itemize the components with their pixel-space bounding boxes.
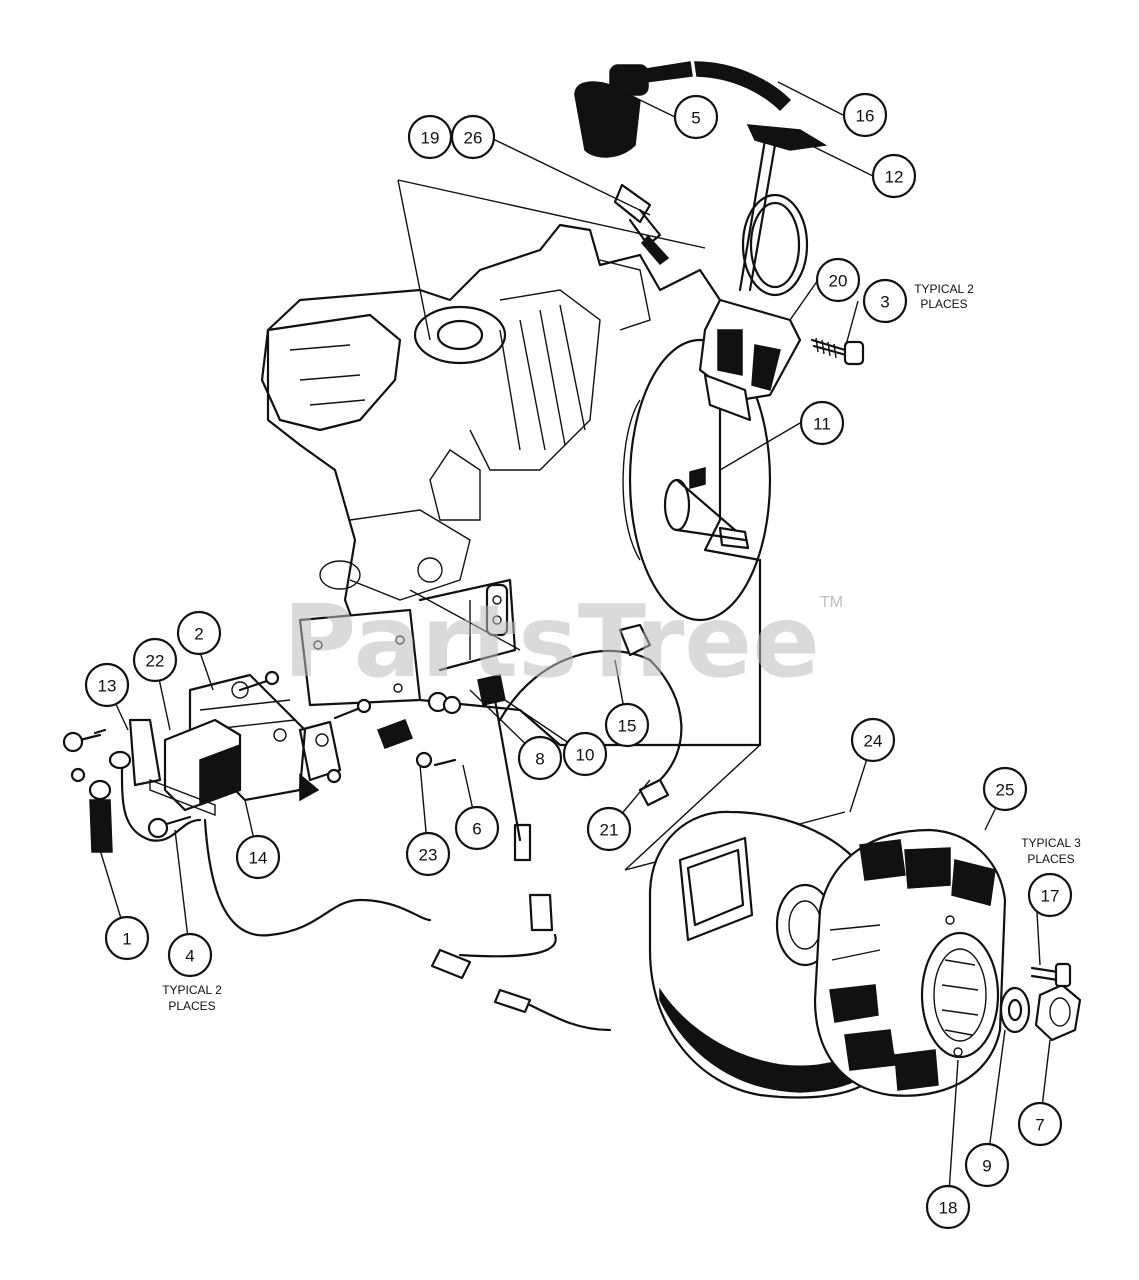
coil-lead-wire (203, 818, 612, 1032)
note-line-2: PLACES (1027, 852, 1074, 866)
spark-plug-boot (574, 61, 693, 158)
callout-6-label: 6 (472, 820, 481, 839)
screws-left (62, 670, 372, 839)
flywheel-nut (1034, 983, 1082, 1042)
callout-10: 10 (562, 731, 608, 777)
callout-2-label: 2 (194, 625, 203, 644)
callout-20-label: 20 (829, 272, 848, 291)
spark-plug (613, 183, 670, 266)
callout-26-label: 26 (464, 129, 483, 148)
watermark-text: PartsTree (283, 583, 820, 700)
callout-20: 20 (815, 257, 861, 303)
callout-3-label: 3 (880, 293, 889, 312)
callout-8-label: 8 (535, 750, 544, 769)
callout-10-label: 10 (576, 746, 595, 765)
ground-lead (108, 750, 202, 842)
callout-1-label: 1 (122, 930, 131, 949)
callout-22: 22 (132, 637, 178, 683)
wire-grommet (741, 124, 828, 297)
note-line-1: TYPICAL 3 (1021, 836, 1081, 850)
ignition-coil (149, 718, 242, 817)
note-line-2: PLACES (920, 297, 967, 311)
spark-plug-wire (694, 61, 792, 292)
callout-2: 2 (176, 610, 222, 656)
note-typical-3-places: TYPICAL 3 PLACES (1021, 836, 1081, 866)
small-hardware (377, 674, 506, 769)
callout-7: 7 (1017, 1101, 1063, 1147)
callout-14-label: 14 (249, 849, 268, 868)
callout-12: 12 (871, 153, 917, 199)
callout-9-label: 9 (982, 1157, 991, 1176)
watermark: PartsTree TM (283, 583, 843, 700)
callout-11-label: 11 (813, 415, 831, 434)
callout-22-label: 22 (146, 652, 165, 671)
washer (999, 986, 1031, 1034)
callout-11: 11 (799, 400, 845, 446)
callout-16-label: 16 (856, 107, 875, 126)
callout-5-label: 5 (691, 109, 700, 128)
callout-16: 16 (842, 92, 888, 138)
callout-13-label: 13 (98, 677, 117, 696)
callout-25-label: 25 (996, 781, 1015, 800)
callout-5: 5 (673, 94, 719, 140)
note-typical-2-places-screw: TYPICAL 2 PLACES (162, 983, 222, 1013)
callout-24: 24 (850, 717, 896, 763)
engine-block (260, 223, 772, 747)
callout-23: 23 (405, 831, 451, 877)
callout-15-label: 15 (618, 717, 637, 736)
callout-26: 26 (450, 114, 496, 160)
callout-17-label: 17 (1041, 887, 1060, 906)
callout-17: 17 (1027, 872, 1073, 918)
callout-21-label: 21 (600, 821, 619, 840)
fan-blades (813, 828, 1007, 1097)
fan-screw (1030, 962, 1072, 988)
callout-19: 19 (407, 114, 453, 160)
callout-18-label: 18 (939, 1199, 958, 1218)
callout-9: 9 (964, 1142, 1010, 1188)
callout-1: 1 (104, 915, 150, 961)
mounting-bolt (810, 337, 865, 366)
callout-19-label: 19 (421, 129, 440, 148)
callout-18: 18 (925, 1184, 971, 1230)
callout-13: 13 (84, 662, 130, 708)
callout-14: 14 (235, 834, 281, 880)
callout-15: 15 (604, 702, 650, 748)
note-typical-2-places-bolt: TYPICAL 2 PLACES (914, 282, 974, 311)
callout-7-label: 7 (1035, 1116, 1044, 1135)
note-line-1: TYPICAL 2 (162, 983, 222, 997)
watermark-trademark: TM (820, 594, 843, 611)
callout-24-label: 24 (864, 732, 883, 751)
callout-21: 21 (586, 806, 632, 852)
note-line-2: PLACES (168, 999, 215, 1013)
callout-3: 3 (862, 278, 908, 324)
ignition-module (698, 298, 802, 422)
callout-8: 8 (517, 735, 563, 781)
callout-4-label: 4 (185, 947, 194, 966)
note-line-1: TYPICAL 2 (914, 282, 974, 296)
callout-4: 4 (167, 932, 213, 978)
callout-25: 25 (982, 766, 1028, 812)
callout-12-label: 12 (885, 168, 904, 187)
kill-switch-wire (493, 623, 683, 842)
clip-bracket (128, 718, 342, 802)
callout-6: 6 (454, 805, 500, 851)
callout-23-label: 23 (419, 846, 438, 865)
terminal-1 (88, 779, 113, 853)
